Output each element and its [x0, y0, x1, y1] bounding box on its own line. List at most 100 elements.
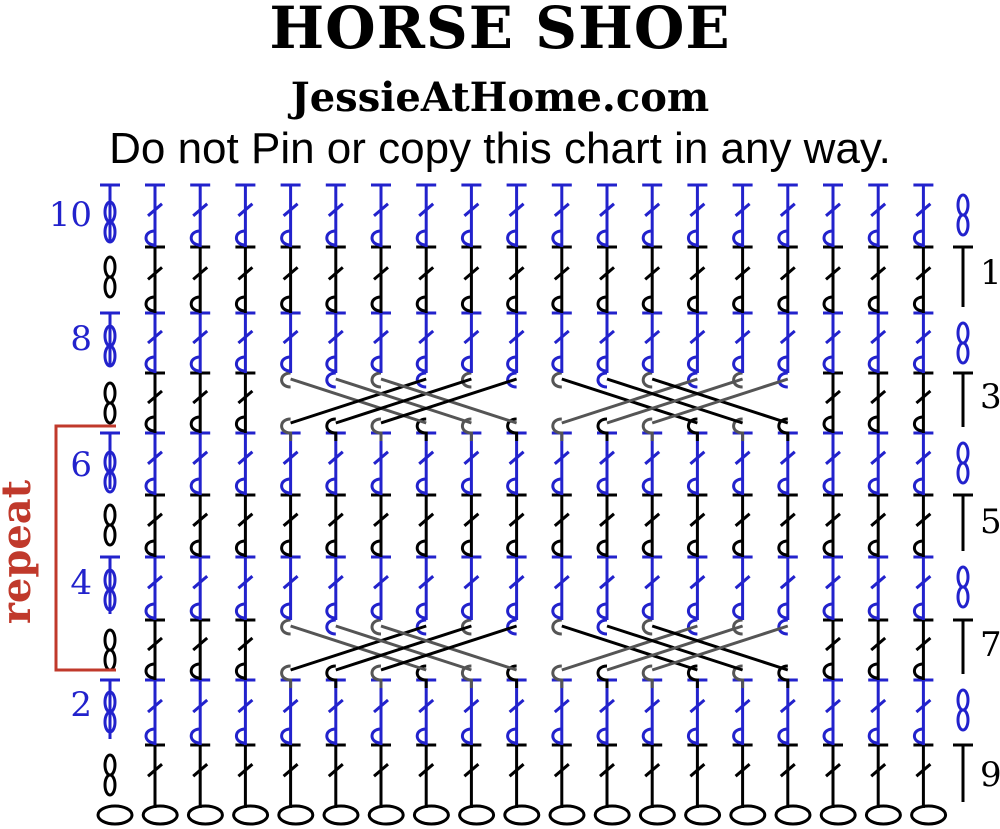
stitch-crossbar: [237, 763, 254, 778]
stitch-crossbar: [825, 763, 841, 778]
stitch-crossbar: [373, 698, 389, 714]
stitch-crossbar: [644, 450, 661, 465]
row-label-right: 1: [980, 253, 1000, 293]
stitch-grid: [96, 183, 973, 826]
post-hook: [460, 727, 472, 745]
stitch-crossbar: [553, 575, 570, 590]
post-hook: [912, 539, 924, 557]
post-hook: [189, 229, 201, 247]
post-hook: [234, 295, 246, 313]
stitch-crossbar: [147, 512, 163, 527]
post-hook: [460, 477, 472, 495]
stitch-crossbar: [147, 698, 163, 714]
turning-chain-label: [103, 710, 117, 734]
post-hook: [280, 417, 293, 441]
row-label-right: 5: [980, 502, 1000, 542]
post-hook: [686, 477, 698, 495]
post-hook: [551, 539, 562, 557]
post-hook: [732, 539, 743, 557]
stitch-crossbar: [373, 202, 389, 217]
stitch-crossbar: [147, 636, 163, 652]
stitch-crossbar: [418, 202, 435, 217]
post-hook: [596, 664, 609, 688]
post-hook: [686, 295, 698, 313]
post-hook: [732, 618, 743, 636]
turning-chain: [103, 628, 117, 652]
post-hook: [867, 477, 879, 495]
chain-stitch: [910, 804, 948, 826]
stitch-crossbar: [825, 575, 841, 590]
post-hook: [596, 295, 608, 313]
stitch-crossbar: [282, 329, 299, 345]
post-hook: [822, 355, 834, 373]
post-hook: [280, 539, 291, 557]
stitch-crossbar: [553, 698, 570, 714]
stitch-crossbar: [644, 202, 661, 217]
post-hook: [732, 371, 743, 389]
post-hook: [325, 602, 336, 620]
stitch-crossbar: [508, 450, 525, 465]
cable-back-strand: [606, 377, 744, 425]
stitch-crossbar: [192, 575, 209, 590]
post-hook: [686, 618, 698, 636]
post-hook: [234, 727, 246, 745]
post-hook: [370, 727, 382, 745]
post-hook: [686, 727, 698, 745]
stitch-crossbar: [373, 763, 389, 778]
post-hook: [280, 295, 291, 313]
post-hook: [732, 355, 743, 373]
post-hook: [732, 295, 743, 313]
stitch-crossbar: [644, 512, 661, 527]
post-hook: [280, 727, 291, 745]
stitch-crossbar: [779, 698, 796, 714]
post-hook: [506, 371, 517, 389]
stitch-crossbar: [282, 512, 299, 527]
chain-stitch: [367, 804, 405, 826]
post-hook: [596, 618, 608, 636]
stitch-crossbar: [779, 575, 796, 590]
post-hook: [686, 664, 699, 688]
stitch-crossbar: [553, 450, 570, 465]
turning-chain: [103, 523, 117, 547]
post-hook: [415, 477, 427, 495]
post-hook: [867, 602, 879, 620]
stitch-crossbar: [734, 575, 751, 590]
post-hook: [234, 539, 246, 557]
post-hook: [912, 229, 924, 247]
post-hook: [506, 229, 517, 247]
stitch-crossbar: [553, 202, 570, 217]
turning-chain: [103, 773, 117, 797]
post-hook: [370, 229, 382, 247]
stitch-crossbar: [508, 266, 525, 281]
post-hook: [596, 355, 608, 373]
post-hook: [144, 229, 156, 247]
stitch-crossbar: [825, 389, 841, 405]
post-hook: [234, 477, 246, 495]
stitch-crossbar: [237, 698, 254, 714]
stitch-crossbar: [192, 266, 209, 281]
stitch-crossbar: [237, 575, 254, 590]
post-hook: [280, 229, 291, 247]
post-hook: [144, 295, 156, 313]
stitch-crossbar: [915, 329, 932, 345]
stitch-crossbar: [644, 698, 661, 714]
post-hook: [867, 662, 879, 680]
repeat-bracket-line: [54, 424, 116, 672]
post-hook: [280, 618, 291, 636]
stitch-crossbar: [915, 698, 932, 714]
post-hook: [189, 477, 201, 495]
turning-chain: [103, 401, 117, 425]
stitch-crossbar: [734, 329, 751, 345]
post-hook: [912, 355, 924, 373]
post-hook: [370, 477, 382, 495]
post-hook: [822, 295, 834, 313]
post-hook: [460, 602, 472, 620]
post-hook: [777, 355, 788, 373]
post-hook: [641, 295, 653, 313]
chain-stitch: [458, 804, 496, 826]
stitch-crossbar: [508, 512, 525, 527]
stitch-crossbar: [192, 763, 209, 778]
stitch-crossbar: [463, 202, 480, 217]
